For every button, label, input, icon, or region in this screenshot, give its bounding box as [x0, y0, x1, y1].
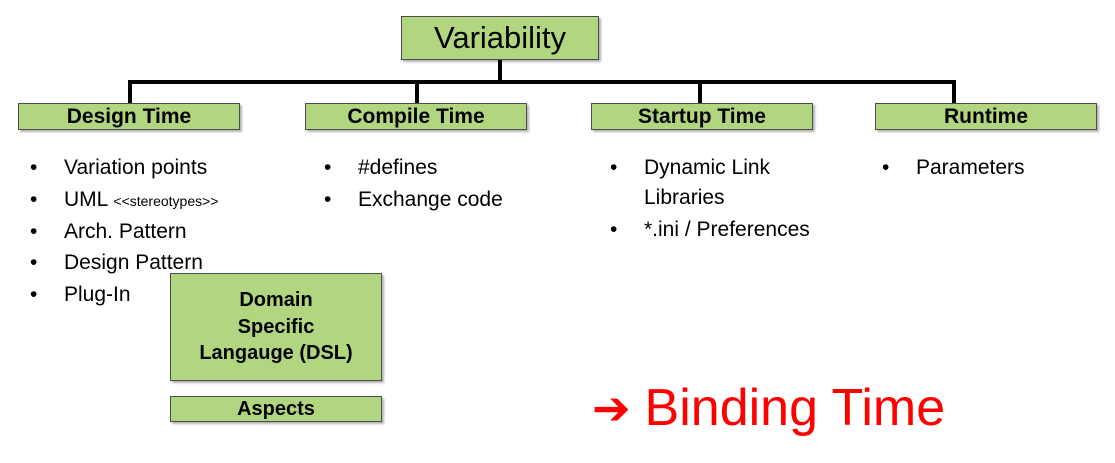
node-compile-time[interactable]: Compile Time — [305, 103, 527, 130]
list-item-label: Arch. Pattern — [64, 219, 187, 243]
bullet-list-compile-time: • #defines • Exchange code — [318, 153, 568, 217]
bullet-dot-icon: • — [30, 251, 38, 275]
dsl-line-3: Langauge (DSL) — [199, 342, 353, 365]
list-item: • Dynamic Link Libraries — [604, 153, 852, 213]
list-item-note: <<stereotypes>> — [113, 192, 219, 209]
list-item-label: Variation points — [64, 156, 208, 179]
connector-horizontal-bus — [128, 80, 956, 84]
list-item-label: Exchange code — [358, 187, 503, 211]
list-item: • #defines — [318, 153, 568, 183]
node-runtime-label: Runtime — [944, 104, 1028, 128]
connector-drop-design-time — [128, 80, 132, 103]
bullet-dot-icon: • — [324, 156, 332, 179]
connector-drop-startup-time — [698, 80, 702, 103]
list-item-label: Design Pattern — [64, 251, 203, 275]
list-item: • Variation points — [24, 153, 294, 183]
node-startup-time-label: Startup Time — [638, 104, 766, 128]
list-item: • Arch. Pattern — [24, 217, 294, 247]
dsl-line-2: Specific — [237, 315, 315, 338]
node-aspects-label: Aspects — [237, 397, 315, 420]
bullet-list-startup-time: • Dynamic Link Libraries • *.ini / Prefe… — [604, 153, 852, 246]
node-design-time[interactable]: Design Time — [18, 103, 240, 130]
node-design-time-label: Design Time — [66, 104, 192, 128]
list-item: • *.ini / Preferences — [604, 215, 852, 245]
list-item: • Plug-In — [24, 280, 294, 310]
list-item-label: UML — [64, 187, 114, 211]
binding-time-callout: ➔ Binding Time — [592, 381, 945, 436]
bullet-dot-icon: • — [30, 187, 38, 211]
bullet-list-runtime: • Parameters — [876, 153, 1096, 185]
bullet-dot-icon: • — [30, 219, 38, 243]
bullet-list-design-time: • Variation points • UML <<stereotypes>>… — [24, 153, 294, 312]
list-item: • Exchange code — [318, 185, 568, 215]
connector-drop-runtime — [952, 80, 956, 103]
list-item-label: #defines — [358, 156, 438, 179]
list-item-label: Plug-In — [64, 283, 131, 307]
bullet-dot-icon: • — [30, 283, 38, 307]
node-variability[interactable]: Variability — [401, 16, 599, 60]
node-compile-time-label: Compile Time — [347, 104, 485, 128]
connector-drop-compile-time — [415, 80, 419, 103]
right-arrow-icon: ➔ — [592, 382, 631, 435]
bullet-dot-icon: • — [610, 217, 618, 241]
dsl-line-1: Domain — [239, 289, 313, 312]
list-item-label: Dynamic Link Libraries — [644, 156, 771, 209]
node-variability-label: Variability — [433, 20, 567, 55]
bullet-dot-icon: • — [324, 187, 332, 211]
list-item: • Parameters — [876, 153, 1096, 183]
list-item: • Design Pattern — [24, 248, 294, 278]
node-aspects[interactable]: Aspects — [170, 396, 382, 422]
bullet-dot-icon: • — [610, 156, 618, 179]
bullet-dot-icon: • — [30, 156, 38, 179]
connector-root-stem — [498, 60, 502, 82]
list-item-label: Parameters — [916, 156, 1025, 179]
binding-time-label: Binding Time — [644, 379, 946, 437]
node-startup-time[interactable]: Startup Time — [591, 103, 813, 130]
node-runtime[interactable]: Runtime — [875, 103, 1097, 130]
bullet-dot-icon: • — [882, 156, 890, 179]
list-item-label: *.ini / Preferences — [644, 217, 810, 241]
node-domain-specific-language[interactable]: Domain Specific Langauge (DSL) — [170, 273, 382, 381]
list-item: • UML <<stereotypes>> — [24, 185, 294, 215]
